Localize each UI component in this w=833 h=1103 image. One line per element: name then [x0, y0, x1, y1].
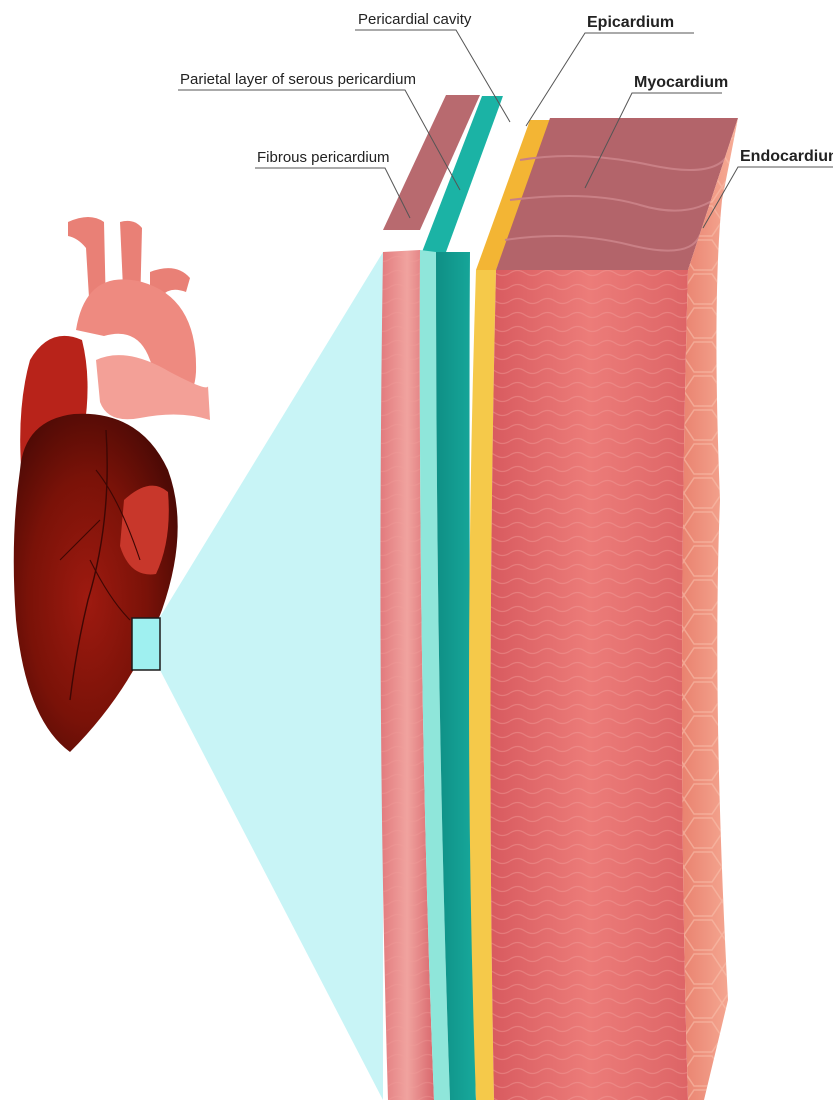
label-parietal-layer: Parietal layer of serous pericardium — [180, 71, 416, 88]
label-pericardial-cavity: Pericardial cavity — [358, 11, 472, 28]
heart-body — [14, 414, 178, 752]
label-epicardium: Epicardium — [587, 14, 674, 31]
label-fibrous-pericardium: Fibrous pericardium — [257, 149, 390, 166]
zoom-marker — [132, 618, 160, 670]
label-myocardium: Myocardium — [634, 74, 728, 91]
leader-fibrous-pericardium — [255, 168, 410, 218]
label-endocardium: Endocardium — [740, 148, 833, 165]
wall-cross-section — [380, 95, 738, 1100]
